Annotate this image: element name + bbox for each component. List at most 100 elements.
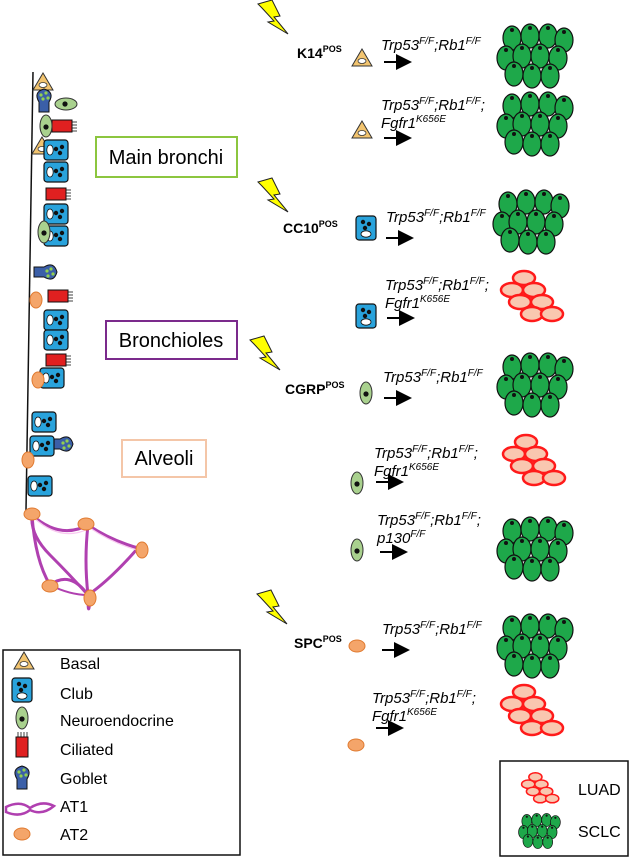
k14-basal-cell-row1 [351,48,373,67]
genotype-text-line2: Fgfr1K656E [372,707,437,725]
outcome-row-k14-2: Trp53F/F;Rb1F/F; Fgfr1K656E [381,91,574,157]
lightning-bolt-spc [256,589,288,625]
club-cell-8 [31,411,57,433]
legend-basal-label: Basal [60,656,100,673]
outcome-row-spc-2: Trp53F/F;Rb1F/F; Fgfr1K656E [372,683,565,737]
basement-membrane [25,71,34,511]
cgrp-ne-cell-row3 [350,538,364,562]
legend-at2-icon [13,827,31,841]
ciliated-cell-3 [47,289,74,303]
cgrp-label: CGRPPOS [285,380,344,397]
alveoli-label: Alveoli [135,448,194,470]
outcome-row-cgrp-3: Trp53F/F;Rb1F/F; p130F/F [376,511,574,582]
spc-label: SPCPOS [294,634,342,651]
outcome-row-cgrp-2: Trp53F/F;Rb1F/F; Fgfr1K656E [374,433,567,490]
airway-epithelium [21,71,78,511]
luad-tumor [499,683,565,737]
ciliated-cell-1 [51,119,78,133]
goblet-cell-2 [33,264,58,280]
k14-label: K14POS [297,44,342,61]
at2-cell-4 [23,507,41,521]
club-cell-10 [27,475,53,497]
sclc-tumor [496,352,574,418]
legend-club-icon [11,677,33,703]
cc10-club-cell-row2 [355,303,377,329]
legend-at1-icon [4,802,57,816]
at2-cell-6 [135,541,149,559]
sclc-tumor [496,516,574,582]
cgrp-ne-cell-row1 [359,381,373,405]
cc10-label: CC10POS [283,219,338,236]
sclc-tumor [492,189,570,255]
club-cell-6 [43,329,69,351]
outcome-row-k14-1: Trp53F/F;Rb1F/F [381,23,574,89]
basal-cell-1 [32,72,54,91]
genotype-text-line2: Fgfr1K656E [385,294,450,312]
at2-cell-8 [83,589,97,607]
genotype-text: Trp53F/F;Rb1F/F; [381,96,485,114]
at2-cell-3 [21,451,35,469]
club-cell-1 [43,139,69,161]
genotype-text: Trp53F/F;Rb1F/F; [374,444,478,462]
luad-tumor [501,433,567,487]
cgrp-ne-cell-row2 [350,471,364,495]
cell-type-legend: Basal Club Neuroendocrine Ciliated Goble… [2,649,241,856]
neuroendocrine-cell-2 [39,114,53,138]
alveolar-network [23,507,149,611]
at2-cell-7 [41,579,59,593]
legend-ciliated-label: Ciliated [60,742,113,759]
legend-at2-label: AT2 [60,827,88,844]
club-cell-3 [43,203,69,225]
legend-at1-label: AT1 [60,799,88,816]
lightning-bolt-cgrp [249,335,281,371]
lightning-bolt-cc10 [257,177,289,213]
sclc-tumor [496,613,574,679]
main-bronchi-label: Main bronchi [109,147,224,169]
k14-basal-cell-row2 [351,120,373,139]
region-bronchioles: Bronchioles [105,320,238,360]
legend-goblet-label: Goblet [60,771,108,788]
genotype-text-line2: Fgfr1K656E [374,462,439,480]
spc-at2-cell-row1 [348,639,366,653]
at2-cell-5 [77,517,95,531]
sclc-tumor [496,91,574,157]
genotype-text: Trp53F/F;Rb1F/F [386,208,487,226]
genotype-text-line2: p130F/F [376,529,426,547]
club-cell-9 [29,435,55,457]
genotype-text: Trp53F/F;Rb1F/F; [372,689,476,707]
at2-cell-1 [29,291,43,309]
bronchioles-label: Bronchioles [119,330,224,352]
tumor-type-legend: LUAD SCLC [499,760,629,857]
genotype-text: Trp53F/F;Rb1F/F [382,620,483,638]
goblet-cell-1 [36,88,52,113]
outcome-row-cgrp-1: Trp53F/F;Rb1F/F [383,352,574,418]
legend-luad-label: LUAD [578,782,621,799]
outcome-row-cc10-2: Trp53F/F;Rb1F/F; Fgfr1K656E [385,269,565,326]
club-cell-5 [43,309,69,331]
cc10-club-cell-row1 [355,215,377,241]
neuroendocrine-cell-3 [37,220,51,244]
club-cell-2 [43,161,69,183]
genotype-text: Trp53F/F;Rb1F/F [381,36,482,54]
legend-club-label: Club [60,686,93,703]
outcome-row-spc-1: Trp53F/F;Rb1F/F [382,613,574,679]
neuroendocrine-cell-1 [54,97,78,111]
sclc-tumor [496,23,574,89]
legend-neuroendocrine-icon [15,706,29,730]
luad-tumor [499,269,565,323]
genotype-text: Trp53F/F;Rb1F/F; [377,511,481,529]
legend-sclc-label: SCLC [578,824,621,841]
at2-cell-2 [31,371,45,389]
genotype-text: Trp53F/F;Rb1F/F [383,368,484,386]
spc-at2-cell-row2 [347,738,365,752]
ciliated-cell-4 [45,353,72,367]
legend-neuroendocrine-label: Neuroendocrine [60,713,174,730]
genotype-text: Trp53F/F;Rb1F/F; [385,276,489,294]
genotype-text-line2: Fgfr1K656E [381,114,446,132]
region-main-bronchi: Main bronchi [95,136,238,178]
legend-goblet-icon [14,765,30,790]
ciliated-cell-2 [45,187,72,201]
lightning-bolt-k14 [257,0,289,35]
outcome-row-cc10-1: Trp53F/F;Rb1F/F [386,189,570,255]
